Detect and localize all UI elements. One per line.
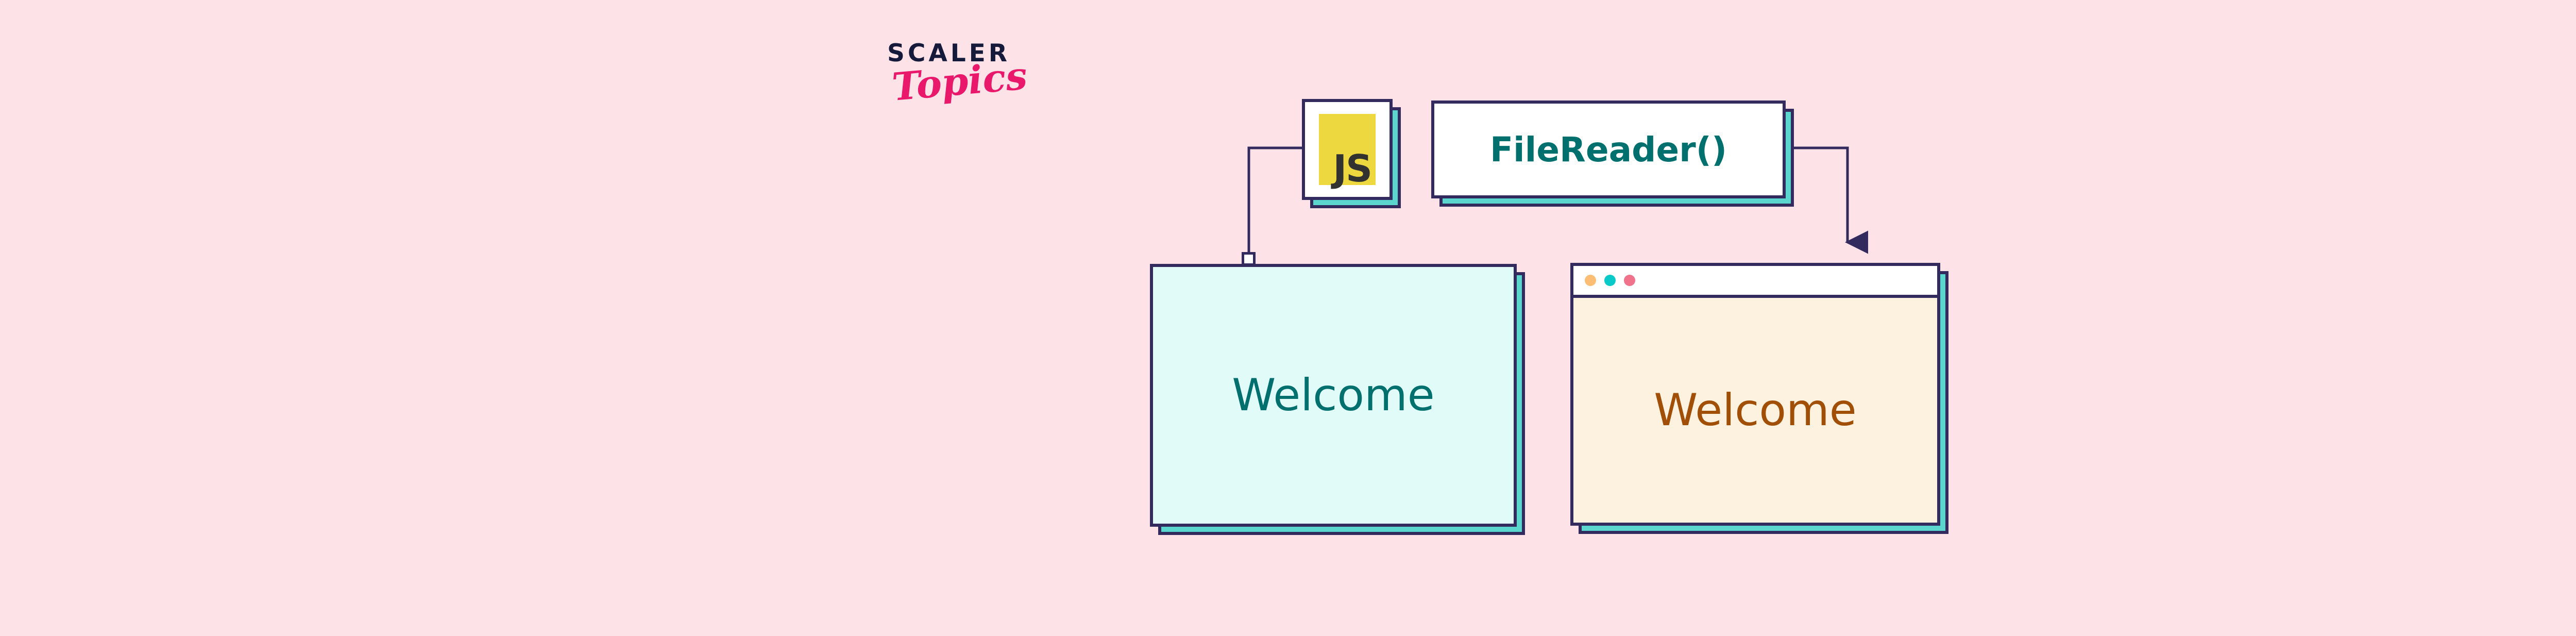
js-badge-card[interactable]: JS <box>1302 99 1393 200</box>
connector-square-node <box>1242 252 1256 266</box>
window-dot-amber-icon[interactable] <box>1585 275 1596 286</box>
plain-panel-text: Welcome <box>1232 370 1435 421</box>
browser-titlebar <box>1573 266 1937 298</box>
plain-output-panel[interactable]: Welcome <box>1150 264 1517 527</box>
browser-content-area: Welcome <box>1573 298 1937 523</box>
scaler-topics-logo: SCALER Topics <box>887 41 1052 139</box>
browser-output-panel[interactable]: Welcome <box>1570 263 1940 526</box>
js-badge-label: JS <box>1333 147 1372 190</box>
javascript-icon: JS <box>1319 114 1376 190</box>
connector-path-left <box>1247 146 1302 254</box>
window-dot-rose-icon[interactable] <box>1624 275 1635 286</box>
logo-brand-text: SCALER <box>887 39 1010 68</box>
connector-path-right <box>1794 146 1868 254</box>
filereader-card[interactable]: FileReader() <box>1431 101 1786 198</box>
browser-panel-text: Welcome <box>1654 384 1857 436</box>
filereader-label: FileReader() <box>1489 129 1727 170</box>
window-dot-teal-icon[interactable] <box>1604 275 1616 286</box>
